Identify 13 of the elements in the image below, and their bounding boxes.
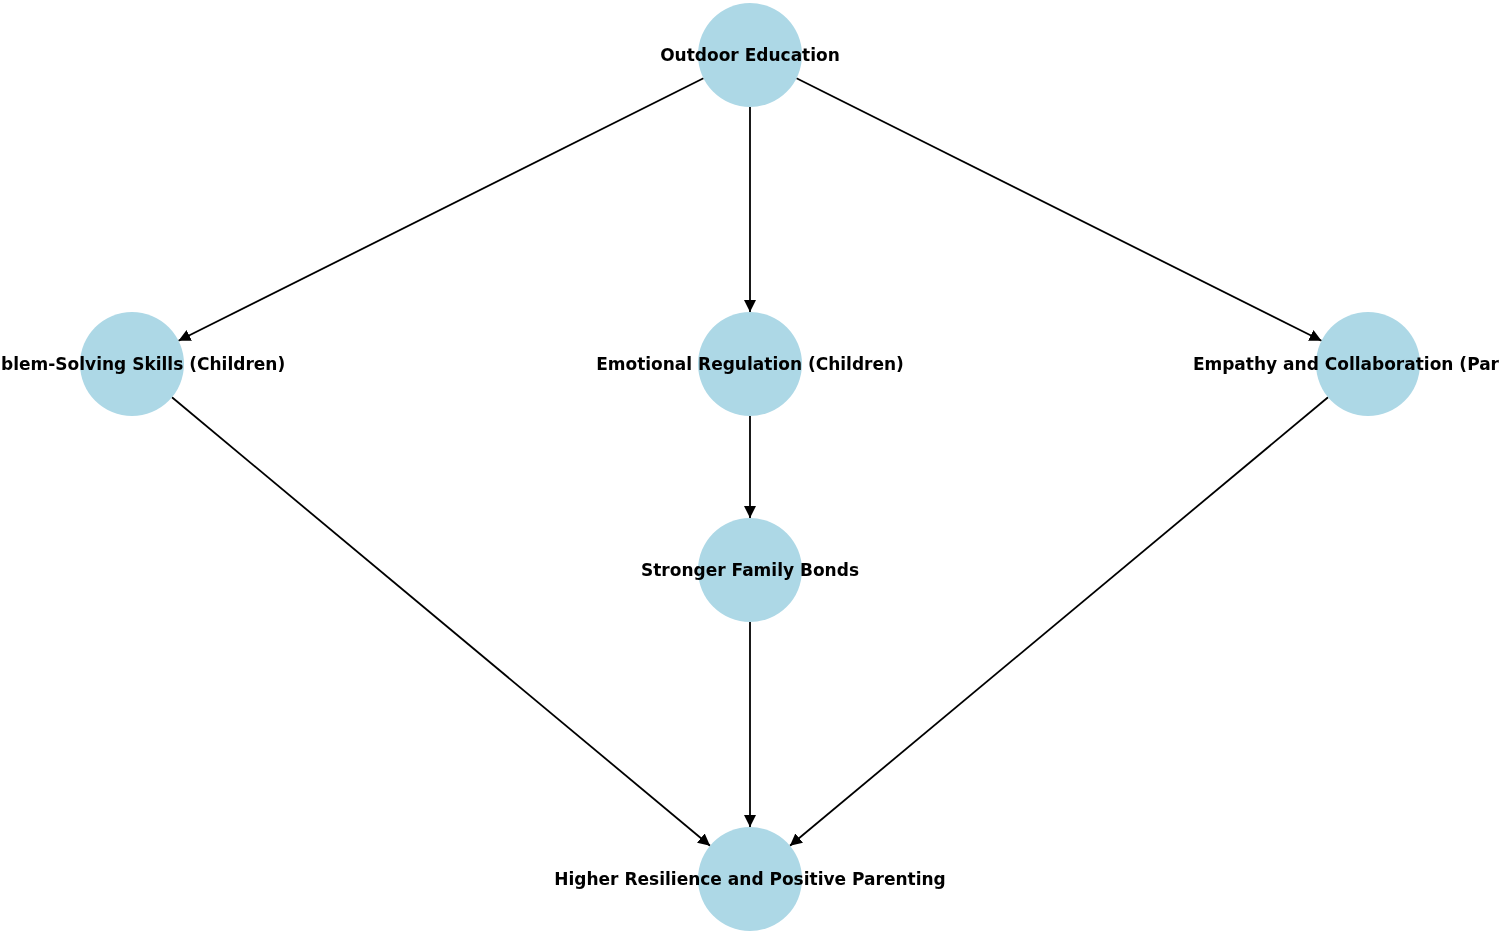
arrow — [789, 396, 1329, 847]
node-label: Higher Resilience and Positive Parenting — [554, 869, 946, 889]
node-label: Empathy and Collaboration (Par — [1192, 354, 1499, 374]
node-label: Stronger Family Bonds — [641, 560, 859, 580]
arrow — [744, 621, 756, 828]
node-label: blem-Solving Skills (Children) — [1, 354, 286, 374]
node-label: Emotional Regulation (Children) — [596, 354, 904, 374]
arrow — [795, 77, 1323, 342]
arrow — [744, 415, 756, 519]
arrow — [744, 106, 756, 313]
node-label: Outdoor Education — [660, 45, 840, 65]
arrow — [177, 77, 705, 342]
arrow — [171, 396, 711, 847]
